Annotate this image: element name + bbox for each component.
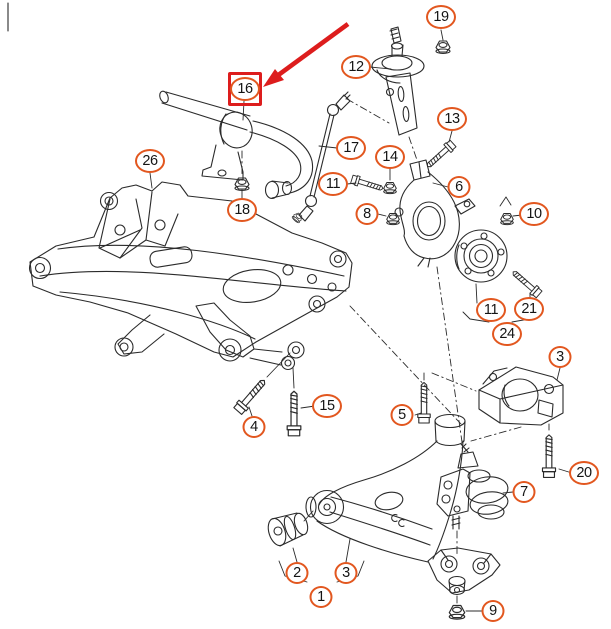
control-arm [305, 413, 501, 596]
highlight-box [228, 72, 262, 106]
callout-26[interactable]: 26 [135, 149, 165, 173]
steering-knuckle [394, 159, 476, 268]
callout-9[interactable]: 9 [481, 600, 505, 622]
assembly-axis-lines [241, 98, 522, 605]
strut [371, 26, 425, 136]
wheel-hub [454, 229, 508, 283]
subframe [28, 181, 353, 371]
callout-20[interactable]: 20 [569, 461, 599, 485]
callout-6[interactable]: 6 [447, 176, 471, 198]
callout-14[interactable]: 14 [375, 145, 405, 169]
callout-3-2[interactable]: 3 [334, 562, 358, 584]
callout-3[interactable]: 3 [548, 346, 572, 368]
callout-15[interactable]: 15 [312, 394, 342, 418]
callout-2[interactable]: 2 [285, 562, 309, 584]
callout-17[interactable]: 17 [336, 136, 366, 160]
stabilizer-bar [159, 90, 314, 200]
callout-1[interactable]: 1 [309, 586, 333, 608]
control-arm-bushing [267, 512, 309, 547]
callout-11-2[interactable]: 11 [476, 298, 506, 322]
callout-11[interactable]: 11 [318, 172, 348, 196]
callout-5[interactable]: 5 [390, 404, 414, 426]
callout-12[interactable]: 12 [341, 55, 371, 79]
callout-4[interactable]: 4 [242, 416, 266, 438]
callout-7[interactable]: 7 [512, 481, 536, 503]
stabilizer-link [291, 91, 351, 224]
callout-18[interactable]: 18 [227, 198, 257, 222]
callout-19[interactable]: 19 [426, 5, 456, 29]
callout-21[interactable]: 21 [514, 297, 544, 321]
callout-10[interactable]: 10 [519, 202, 549, 226]
callout-16[interactable]: 16 [230, 77, 260, 101]
highlight-arrow [263, 22, 350, 87]
callout-24[interactable]: 24 [492, 322, 522, 346]
bushing-bracket [478, 366, 564, 426]
leader-lines [149, 29, 573, 612]
callout-8[interactable]: 8 [355, 203, 379, 225]
callout-13[interactable]: 13 [437, 107, 467, 131]
